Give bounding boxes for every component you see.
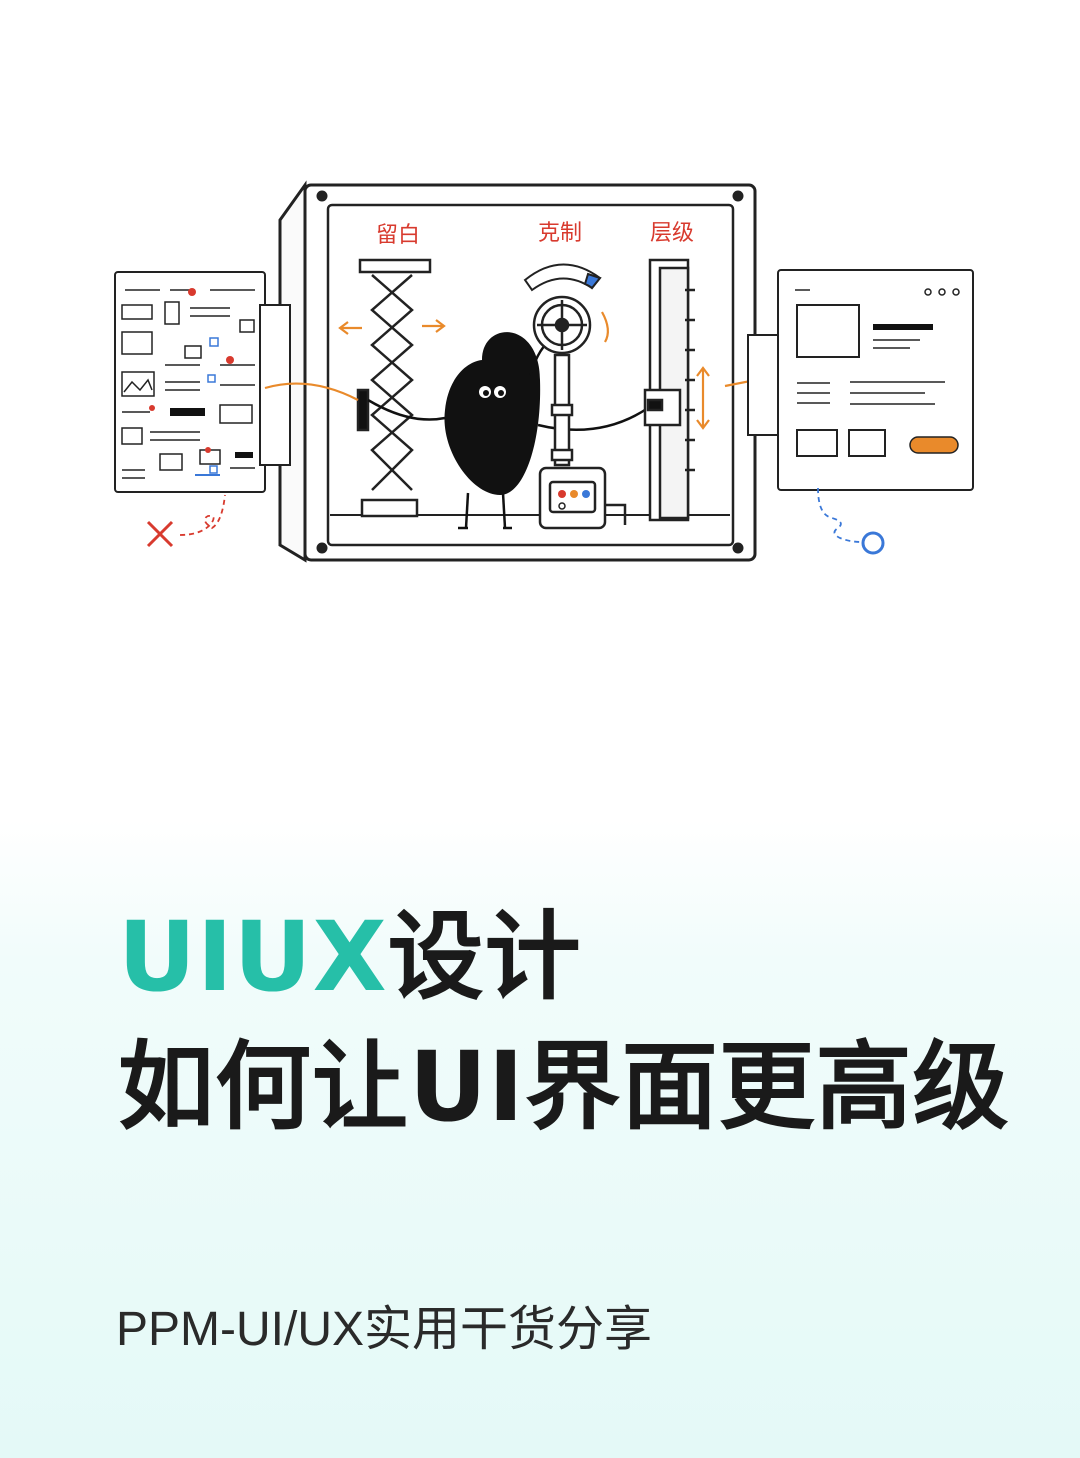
input-arrow-icon <box>264 382 359 401</box>
vertical-arrow-icon <box>696 366 710 430</box>
label-hierarchy: 层级 <box>650 221 694 246</box>
title-line-2: 如何让UI界面更高级 <box>118 1031 1010 1143</box>
control-box-icon <box>538 466 627 530</box>
title-accent: UIUX <box>118 901 388 1013</box>
blob-character <box>367 332 649 530</box>
rotate-arrow-icon <box>601 311 609 343</box>
wheel-icon <box>532 295 592 467</box>
hierarchy-rail-icon <box>643 258 695 522</box>
cluttered-ui-document <box>114 271 266 493</box>
page-title: UIUX设计 如何让UI界面更高级 <box>118 892 1010 1152</box>
title-line-1: UIUX设计 <box>118 892 1010 1022</box>
scissor-lift-icon <box>356 258 432 518</box>
machine-illustration: 留白 克制 层级 <box>100 150 1000 600</box>
approve-mark-icon <box>817 487 885 555</box>
expand-arrows-icon <box>338 319 446 335</box>
label-whitespace: 留白 <box>376 223 420 248</box>
clean-ui-document <box>777 269 974 491</box>
gauge-icon <box>523 263 602 292</box>
subtitle: PPM-UI/UX实用干货分享 <box>116 1303 653 1356</box>
reject-mark-icon <box>146 494 226 548</box>
title-line-1-rest: 设计 <box>387 901 582 1013</box>
label-restraint: 克制 <box>538 221 582 246</box>
